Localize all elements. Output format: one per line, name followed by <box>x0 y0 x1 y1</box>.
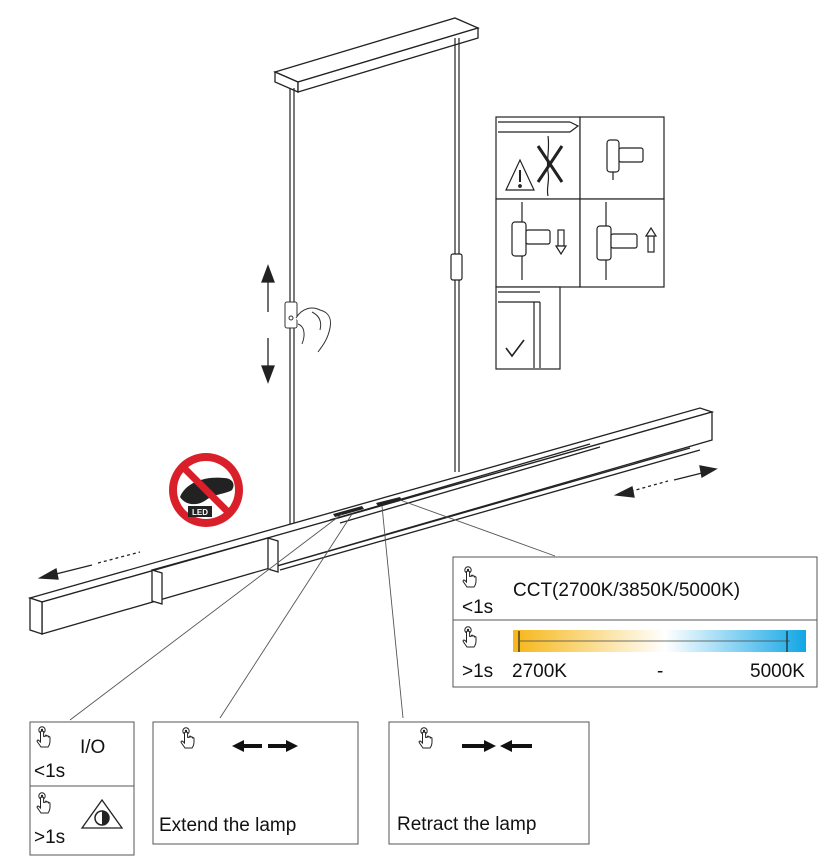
install-step-warning <box>498 121 580 197</box>
cable-gripper <box>450 253 463 281</box>
extend-arrow-right <box>613 465 718 498</box>
dimming-icon <box>80 798 124 829</box>
install-step-gripper <box>606 139 644 180</box>
cct-short-press-label: <1s <box>462 597 494 618</box>
cct-range-separator: - <box>657 661 664 682</box>
power-short-press-label: <1s <box>34 761 66 782</box>
power-onoff-label: I/O <box>80 737 106 758</box>
extend-arrow-left <box>37 551 141 580</box>
power-long-press-label: >1s <box>34 827 66 848</box>
control-buttons <box>333 497 402 517</box>
lamp-bar <box>27 407 715 635</box>
cct-long-press-label: >1s <box>462 661 494 682</box>
leader-lines <box>69 499 556 721</box>
retract-arrows-icon <box>462 740 532 752</box>
install-step-pull-down <box>511 202 568 280</box>
lamp-segments <box>151 443 601 605</box>
install-step-push-up <box>596 202 658 280</box>
retract-lamp-label: Retract the lamp <box>397 814 537 835</box>
ceiling-canopy <box>273 17 480 93</box>
height-adjust-arrow <box>261 264 275 384</box>
no-touch-led-warning-icon <box>169 453 243 527</box>
led-badge-text: LED <box>192 508 208 517</box>
extend-lamp-label: Extend the lamp <box>159 815 297 836</box>
adjusting-hand-icon <box>284 301 331 353</box>
cct-range-min: 2700K <box>512 661 567 682</box>
cct-panel <box>452 556 818 688</box>
extend-arrows-icon <box>232 740 298 752</box>
suspension-cables <box>289 38 460 525</box>
cct-range-max: 5000K <box>750 661 805 682</box>
install-step-ok <box>498 291 541 368</box>
cct-mode-label: CCT(2700K/3850K/5000K) <box>513 580 741 601</box>
